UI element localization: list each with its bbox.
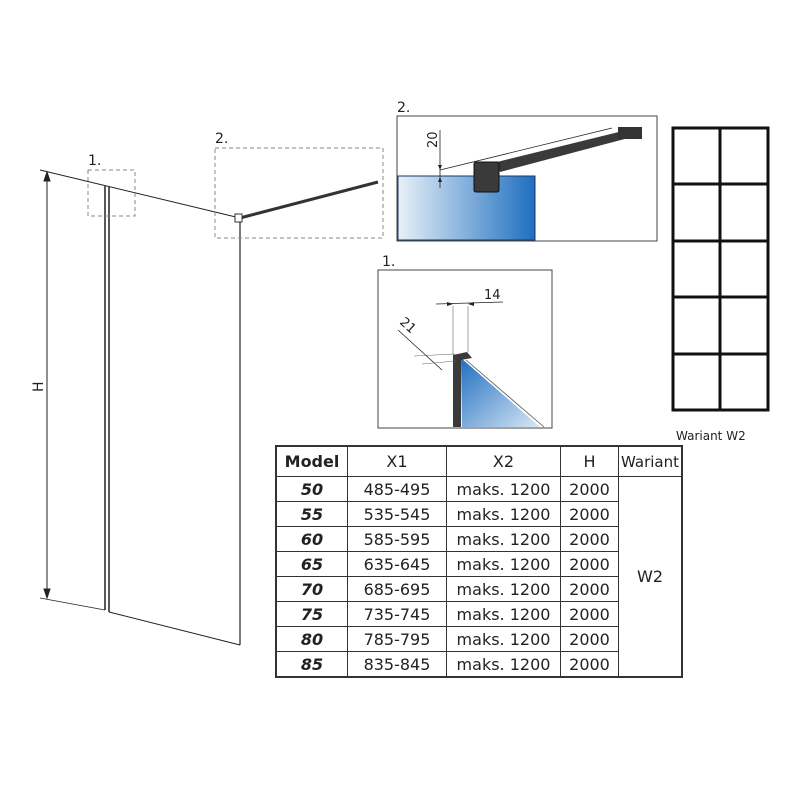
cell-h: 2000 [560,651,619,678]
cell-h: 2000 [560,501,619,527]
width-dimension-14: 14 [484,288,501,303]
variant-w2-grid [671,126,770,412]
cell-h: 2000 [560,626,619,652]
cell-x1: 835-845 [347,651,447,678]
cell-model: 50 [275,476,348,502]
callout-label-1: 1. [88,153,101,169]
table-header-row: Model X1 X2 H Wariant [275,445,683,477]
cell-x2: maks. 1200 [446,651,561,678]
header-x1: X1 [347,445,447,477]
callout-label-2: 2. [215,131,228,147]
cell-model: 85 [275,651,348,678]
cell-model: 65 [275,551,348,577]
cell-variant: W2 [618,476,683,678]
header-variant: Wariant [618,445,683,477]
cell-x1: 585-595 [347,526,447,552]
cell-h: 2000 [560,526,619,552]
cell-x1: 635-645 [347,551,447,577]
cell-model: 55 [275,501,348,527]
cell-x2: maks. 1200 [446,526,561,552]
cell-x1: 685-695 [347,576,447,602]
cell-x1: 485-495 [347,476,447,502]
cell-x2: maks. 1200 [446,601,561,627]
cell-x2: maks. 1200 [446,626,561,652]
detail-1-view [377,269,553,429]
glass-panel-outline [39,169,241,646]
cell-x1: 735-745 [347,601,447,627]
cell-model: 60 [275,526,348,552]
cell-x2: maks. 1200 [446,501,561,527]
variant-caption: Wariant W2 [676,429,746,443]
cell-h: 2000 [560,476,619,502]
height-dimension [43,170,51,600]
header-x2: X2 [446,445,561,477]
stabilizer-bar [234,178,379,223]
callout-box-1 [87,169,136,217]
detail-1-label: 1. [382,254,395,270]
callout-box-2 [214,147,384,239]
cell-x1: 785-795 [347,626,447,652]
detail-2-view [396,115,658,242]
gap-dimension-20: 20 [426,131,441,148]
cell-x1: 535-545 [347,501,447,527]
header-model: Model [275,445,348,477]
height-label: H [31,381,47,392]
header-h: H [560,445,619,477]
cell-h: 2000 [560,551,619,577]
cell-model: 75 [275,601,348,627]
detail-2-label: 2. [397,100,410,116]
cell-model: 80 [275,626,348,652]
cell-x2: maks. 1200 [446,551,561,577]
cell-x2: maks. 1200 [446,576,561,602]
cell-x2: maks. 1200 [446,476,561,502]
cell-h: 2000 [560,576,619,602]
cell-model: 70 [275,576,348,602]
cell-h: 2000 [560,601,619,627]
